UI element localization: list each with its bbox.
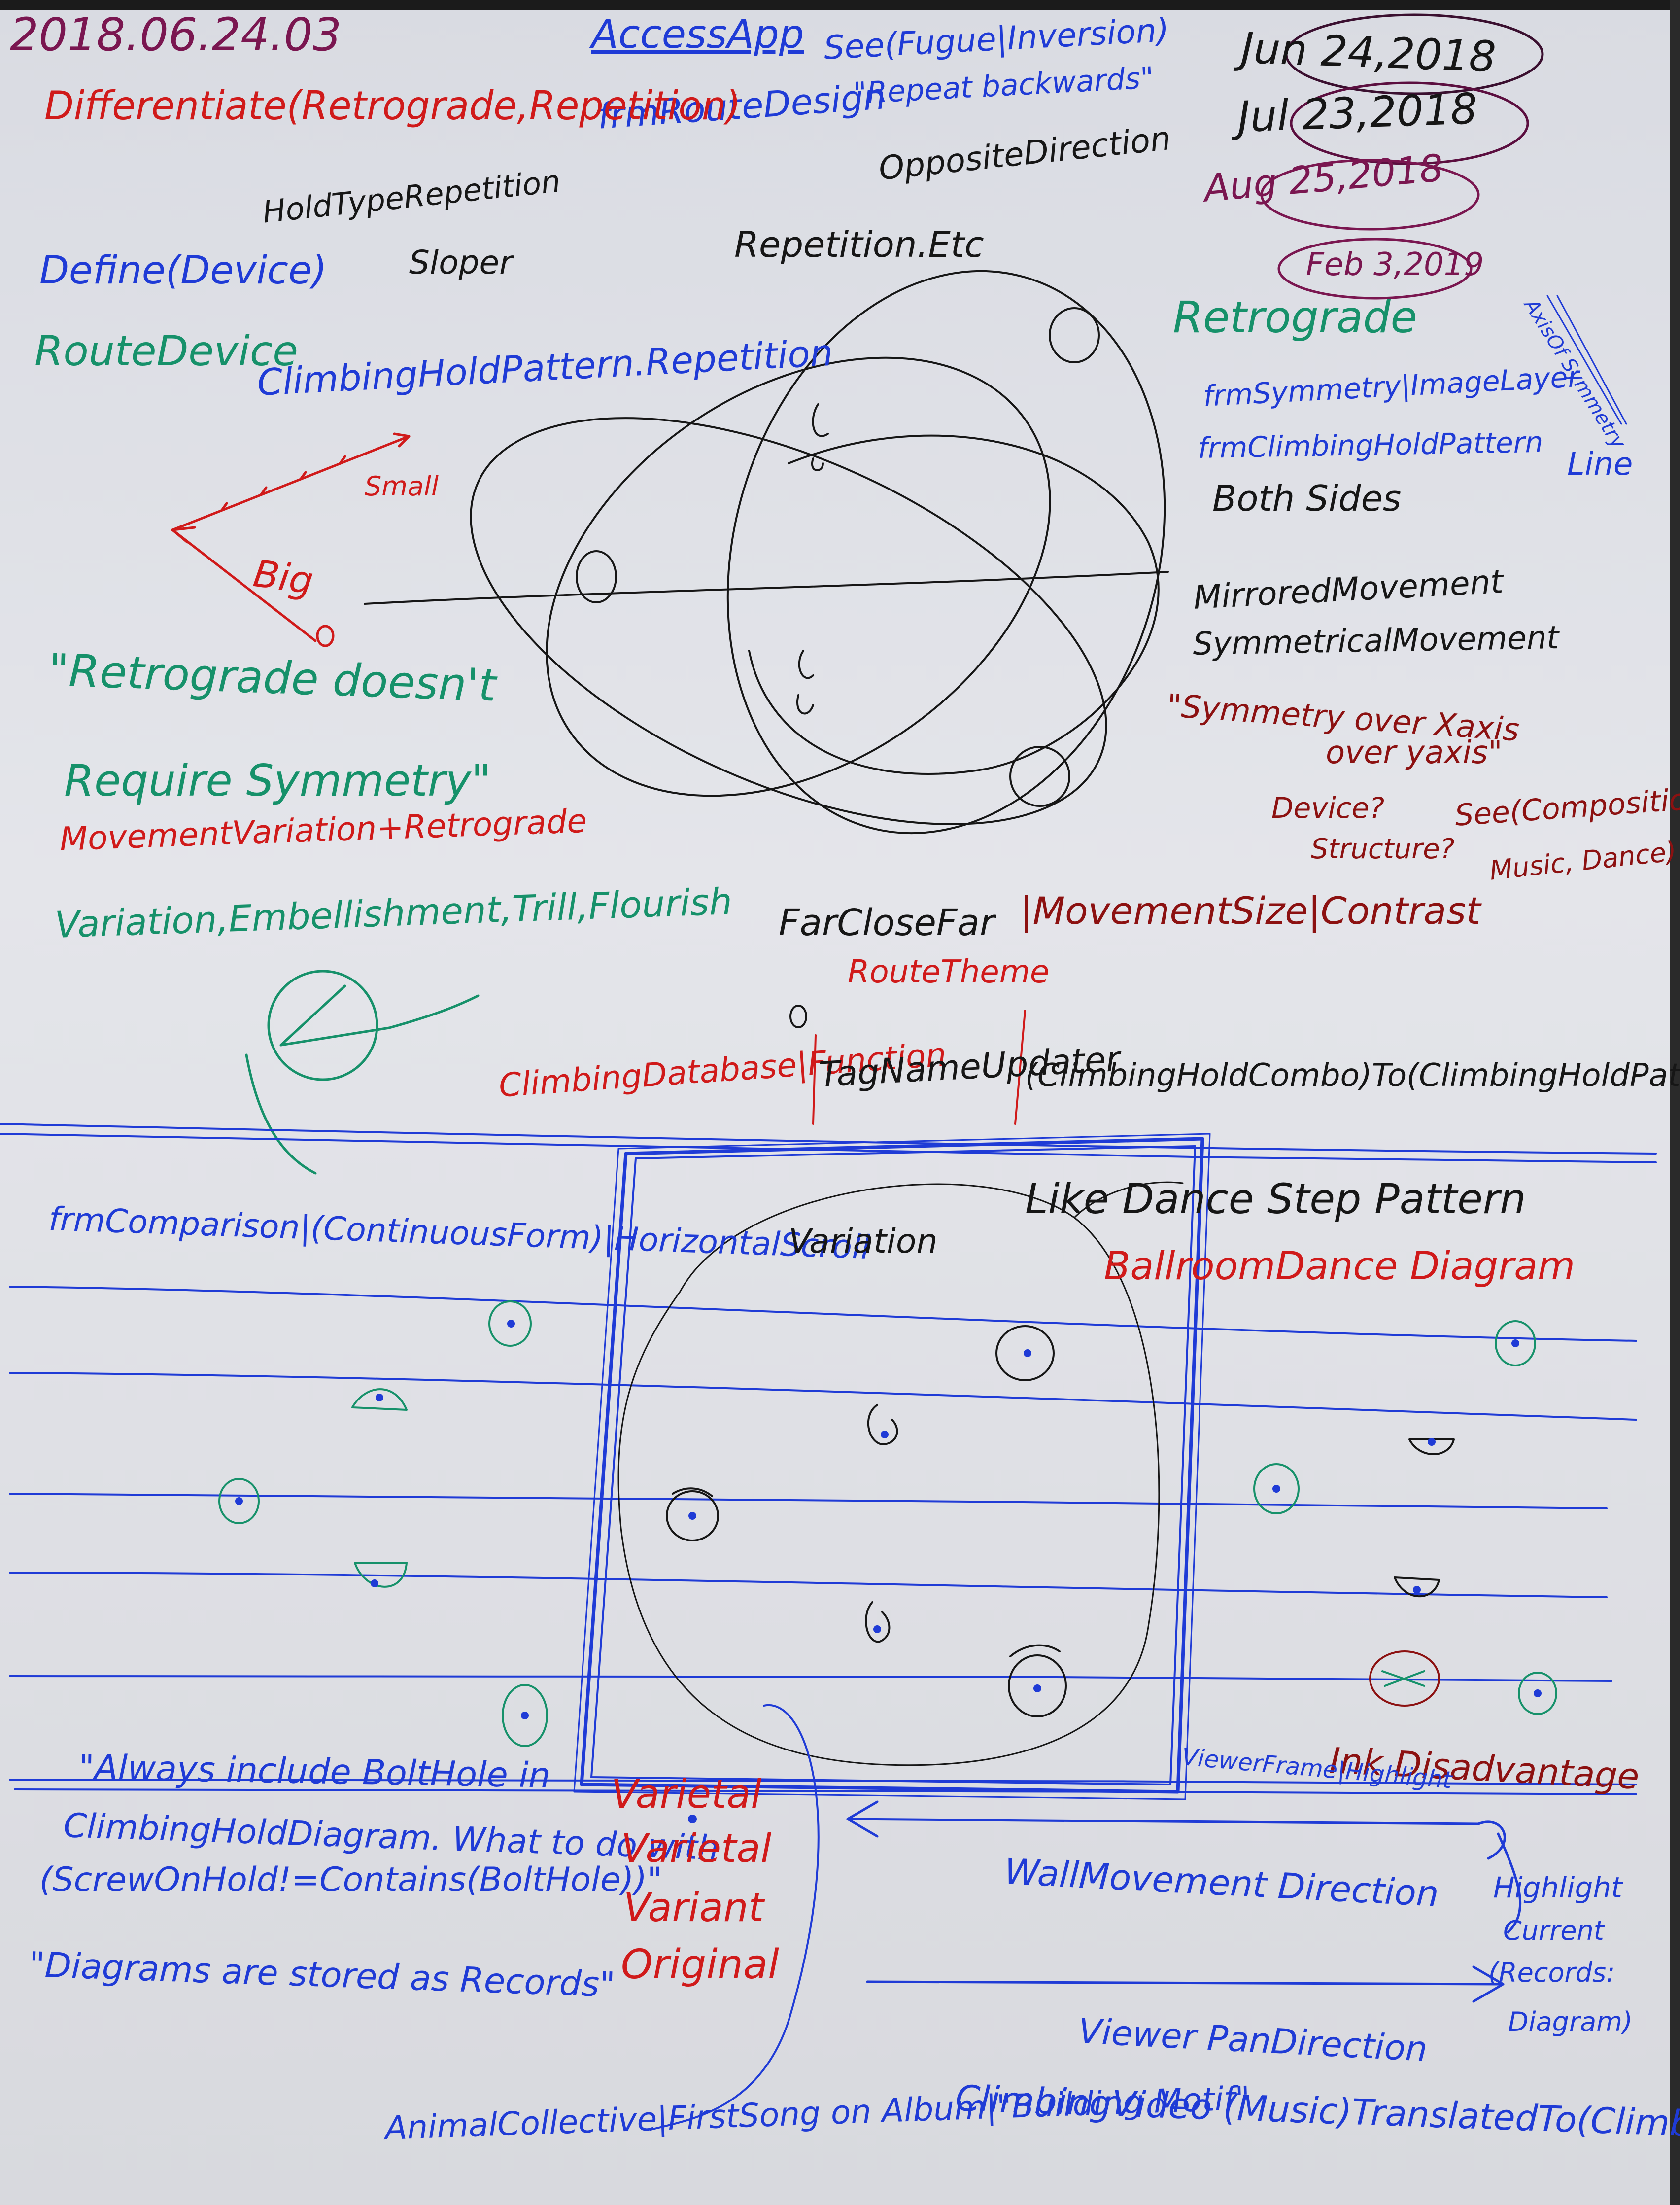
- define-device: Define(Device): [39, 248, 327, 293]
- retrograde-label: Retrograde: [1173, 292, 1417, 343]
- device-question: Device?: [1271, 791, 1385, 825]
- original: Original: [621, 1941, 779, 1988]
- big-label: Big: [250, 551, 316, 603]
- green-flourish-doodle: [245, 970, 480, 1175]
- venn-hold-left: [576, 550, 617, 603]
- bracket-curve: [650, 1704, 820, 2131]
- photo-edge-right: [1670, 0, 1680, 2205]
- symmetrical-movement: SymmetricalMovement: [1192, 620, 1560, 663]
- ballroom-diagram: BallroomDance Diagram: [1104, 1244, 1575, 1289]
- frm-climbing-pattern: frmClimbingHoldPattern: [1197, 425, 1543, 465]
- date-4: Feb 3,2019: [1306, 246, 1484, 283]
- always-include-3: (ScrewOnHold!=Contains(BoltHole))": [39, 1860, 663, 1899]
- require-symmetry: Require Symmetry": [64, 755, 491, 806]
- always-include-1: "Always include BoltHole in: [78, 1747, 551, 1796]
- structure-question: Structure?: [1311, 833, 1455, 865]
- staff-hold-dots: [235, 1320, 1542, 1823]
- direction-arrows: [846, 1800, 1522, 2003]
- varietal-1: Varietal: [611, 1771, 762, 1817]
- strike-tag-right: [1014, 1010, 1026, 1125]
- highlight-label: Highlight: [1493, 1871, 1622, 1904]
- small-hold-mark: [789, 1005, 807, 1028]
- date-1: Jun 24,2018: [1240, 24, 1497, 82]
- route-device: RouteDevice: [34, 327, 298, 375]
- venn-extra-loop: [748, 434, 1160, 775]
- staff-holds: [218, 1300, 1557, 1747]
- differentiate: Differentiate(Retrograde,Repetition): [44, 83, 741, 129]
- sloper: Sloper: [409, 244, 513, 281]
- frame-hold-dots: [688, 1349, 1041, 1692]
- app-name: AccessApp: [591, 11, 804, 57]
- combo-to-pattern: (ClimbingHoldCombo)To(ClimbingHoldPatter…: [1025, 1057, 1680, 1094]
- axis-line: [364, 571, 1169, 605]
- venn-hold-top-mid: [811, 403, 829, 471]
- variation-label: Variation: [789, 1222, 938, 1261]
- venn-hold-top-right: [1049, 307, 1100, 363]
- frame-holds: [666, 1325, 1067, 1717]
- variation-oval: [617, 1181, 1184, 1766]
- like-dance: Like Dance Step Pattern: [1025, 1175, 1526, 1223]
- date-code: 2018.06.24.03: [10, 8, 342, 61]
- repetition-etc: Repetition.Etc: [734, 224, 984, 265]
- far-close-far: FarCloseFar: [779, 902, 995, 944]
- wall-direction-arrow: [846, 1818, 1480, 1825]
- records-label: (Records:: [1488, 1957, 1615, 1988]
- diagram-label: Diagram): [1508, 2006, 1633, 2037]
- size-arrows: [171, 432, 411, 647]
- venn-circle-retrograde: [726, 270, 1166, 834]
- axis-strike: [1546, 295, 1627, 425]
- varietal-2: Varietal: [621, 1825, 772, 1871]
- small-label: Small: [365, 471, 439, 502]
- date-2: Jul 23,2018: [1236, 84, 1478, 142]
- line-label: Line: [1567, 446, 1633, 483]
- venn-diagram: [364, 270, 1169, 834]
- variant: Variant: [623, 1885, 764, 1930]
- staff-lines: [0, 1123, 1657, 1795]
- venn-hold-bottom-right: [1009, 746, 1070, 807]
- current-label: Current: [1503, 1915, 1604, 1946]
- venn-circle-repetition: [546, 356, 1051, 797]
- photo-edge-top: [0, 0, 1680, 10]
- venn-hold-mid: [796, 650, 814, 715]
- both-sides: Both Sides: [1212, 478, 1402, 519]
- movement-size-contrast: |MovementSize|Contrast: [1020, 889, 1481, 933]
- date-ovals: [1260, 13, 1544, 300]
- viewer-frame: [573, 1133, 1211, 1800]
- route-theme: RouteTheme: [848, 954, 1050, 990]
- over-y: over yaxis": [1326, 735, 1503, 771]
- viewer-pan-arrow: [866, 1980, 1505, 1986]
- strike-tag-left: [812, 1034, 817, 1125]
- venn-circle-opposite: [470, 417, 1107, 825]
